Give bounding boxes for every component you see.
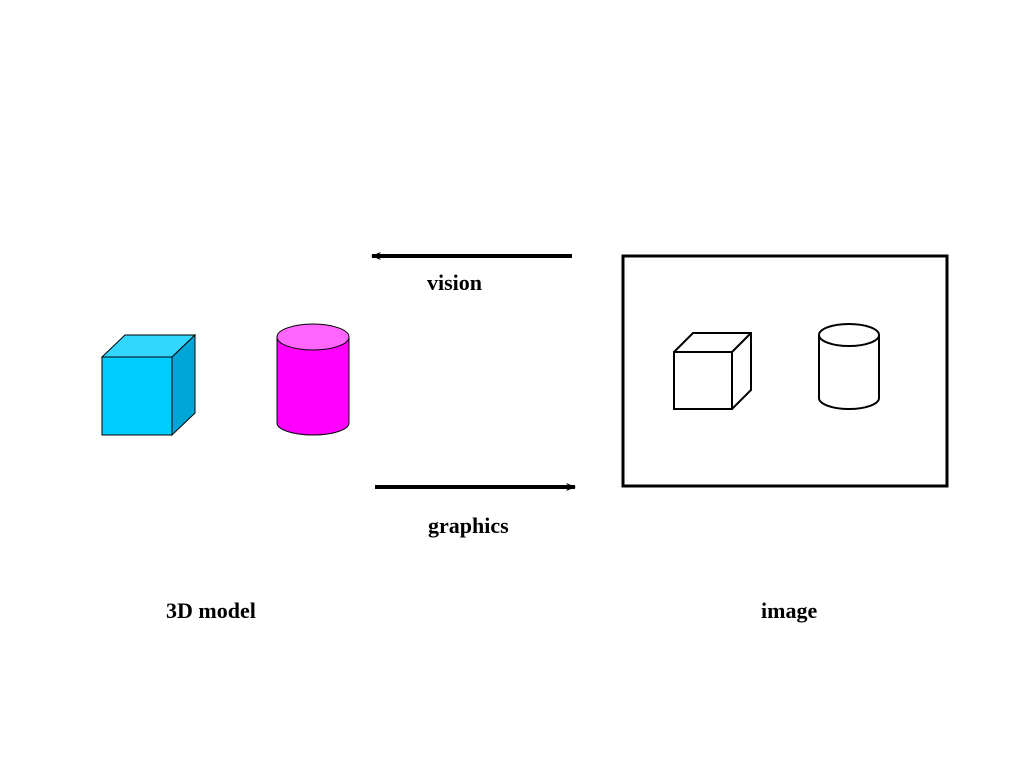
image-frame (621, 254, 949, 488)
solid-cube-icon (100, 333, 197, 437)
image-label: image (761, 598, 817, 623)
graphics-label: graphics (428, 513, 509, 538)
model-label: 3D model (166, 598, 256, 623)
cylinder-body (276, 336, 350, 436)
vision-label: vision (427, 270, 482, 295)
cube-front-face (101, 356, 173, 436)
cylinder-top (276, 323, 350, 351)
wireframe-cylinder-icon (818, 323, 880, 410)
wireframe-cube-icon (673, 332, 752, 410)
solid-cylinder-icon (276, 323, 350, 436)
